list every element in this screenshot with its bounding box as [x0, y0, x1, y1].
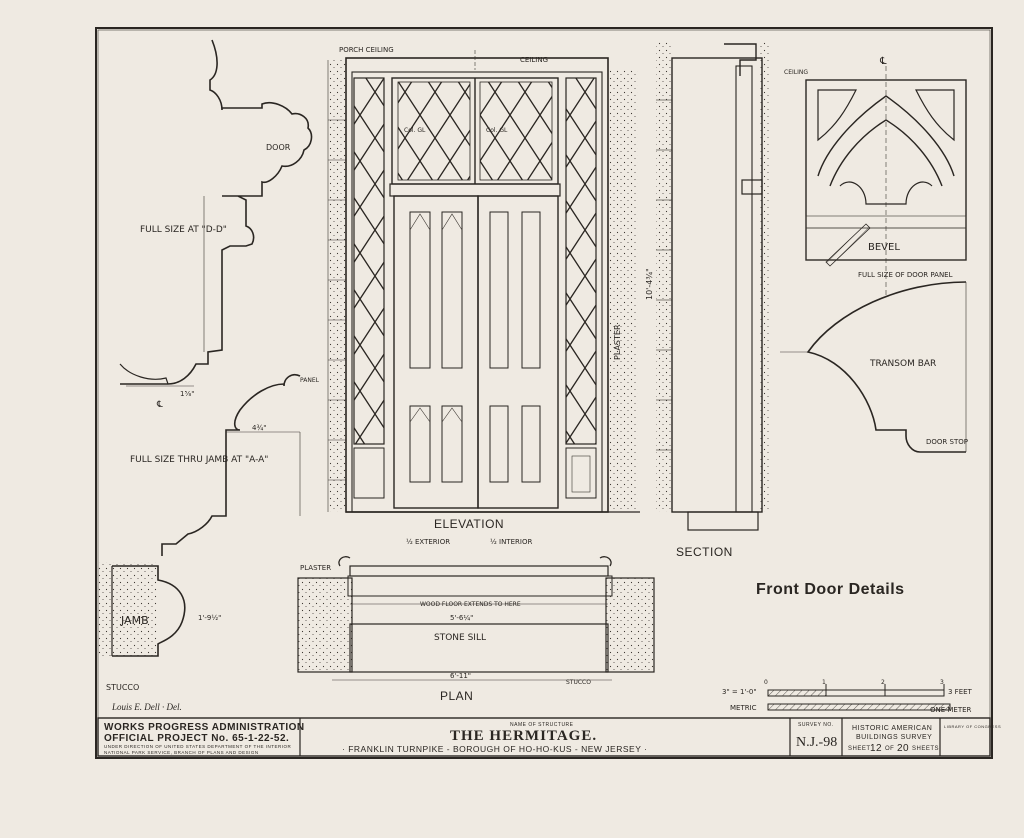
library-stamp: LIBRARY OF CONGRESS	[944, 724, 1001, 729]
scale-tick-2: 2	[881, 679, 885, 686]
sheet-suffix: SHEETS	[912, 746, 939, 752]
title-block: WORKS PROGRESS ADMINISTRATION OFFICIAL P…	[97, 717, 1001, 757]
direction-line-2: NATIONAL PARK SERVICE, BRANCH OF PLANS A…	[104, 750, 259, 755]
dim-6-11: 6'-11"	[450, 672, 471, 680]
scale-metric: METRIC	[730, 704, 757, 712]
scale-meter: ONE METER	[930, 706, 972, 714]
dim-10-4-3-4: 10'-4¾"	[645, 268, 654, 300]
svg-text:Col. GL: Col. GL	[486, 127, 508, 134]
wood-floor-label: WOOD FLOOR EXTENDS TO HERE	[420, 601, 521, 608]
graphic-scale: 3" = 1'-0" METRIC 3 FEET ONE METER 0 1 2…	[722, 679, 973, 714]
full-size-jamb-label: FULL SIZE THRU JAMB AT "A-A"	[130, 455, 268, 465]
profile-dd: DOOR FULL SIZE AT "D-D" FULL SIZE AT "D-…	[119, 39, 313, 410]
svg-text:℄: ℄	[156, 400, 163, 410]
sheet-prefix: SHEET	[848, 746, 871, 752]
structure-name-label: NAME OF STRUCTURE	[510, 722, 574, 728]
scale-tick-0: 0	[764, 679, 768, 686]
plaster-label-elevation: PLASTER	[613, 324, 622, 360]
door-label: DOOR	[266, 143, 291, 152]
survey-number: N.J.-98	[796, 735, 837, 750]
direction-line-1: UNDER DIRECTION OF UNITED STATES DEPARTM…	[104, 744, 292, 749]
door-panel-label: FULL SIZE OF DOOR PANEL	[858, 271, 953, 279]
ceiling-label: CEILING	[520, 56, 548, 64]
dim-1-5-8: 1⅝"	[180, 390, 194, 398]
stone-sill-label: STONE SILL	[434, 633, 486, 643]
scale-imperial: 3" = 1'-0"	[722, 688, 757, 696]
jamb-label: JAMB	[120, 614, 149, 627]
bevel-label: BEVEL	[868, 242, 900, 253]
porch-ceiling-label: PORCH CEILING	[339, 46, 394, 54]
transom-bar-label: TRANSOM BAR	[869, 359, 936, 369]
dim-1-9-1-2: 1'-9½"	[198, 614, 221, 622]
svg-text:PANEL: PANEL	[300, 377, 320, 384]
section-view: CEILING SECTION	[656, 40, 808, 559]
plan-label: PLAN	[440, 689, 473, 703]
dim-4-3-4: 4¾"	[252, 424, 266, 432]
ceiling-label-section: CEILING	[784, 69, 808, 76]
scale-tick-3: 3	[940, 679, 944, 686]
delineator-signature: Louis E. Dell · Del.	[111, 702, 182, 712]
profile-jamb-bottom: JAMB STUCCO 1'-9½"	[98, 562, 221, 692]
door-panel-detail: BEVEL FULL SIZE OF DOOR PANEL ℄	[805, 56, 967, 296]
project-number: OFFICIAL PROJECT No. 65-1-22-52.	[104, 733, 289, 744]
structure-location: · FRANKLIN TURNPIKE - BOROUGH OF HO-HO-K…	[342, 744, 647, 754]
survey-label: SURVEY NO.	[798, 722, 834, 728]
elevation-view: PORCH CEILING CEILING Col. GL Col. GL PL…	[327, 46, 654, 546]
scale-feet: 3 FEET	[948, 688, 973, 696]
stucco-label-left: STUCCO	[106, 683, 139, 692]
plaster-label-plan: PLASTER	[300, 564, 331, 572]
agency: WORKS PROGRESS ADMINISTRATION	[104, 722, 305, 733]
svg-text:℄: ℄	[879, 56, 887, 67]
sheet-number: 12	[870, 743, 882, 754]
elevation-interior-label: ½ INTERIOR	[490, 538, 532, 546]
stucco-label-plan: STUCCO	[566, 679, 591, 686]
sheet-of: OF	[885, 746, 894, 752]
profile-jamb-aa: PANEL FULL SIZE THRU JAMB AT "A-A" 4¾"	[130, 373, 320, 556]
plan-view: STONE SILL WOOD FLOOR EXTENDS TO HERE PL…	[297, 556, 655, 703]
door-stop-label: DOOR STOP	[926, 438, 968, 446]
transom-bar-detail: TRANSOM BAR DOOR STOP	[780, 281, 968, 453]
elevation-exterior-label: ½ EXTERIOR	[406, 538, 450, 546]
outer-border	[95, 27, 993, 759]
sheet-title: Front Door Details	[756, 581, 905, 598]
dim-5-6-1-4: 5'-6¼"	[450, 614, 473, 622]
full-size-dd-label-visible: FULL SIZE AT "D-D"	[140, 225, 227, 235]
section-label: SECTION	[676, 545, 733, 559]
scale-tick-1: 1	[822, 679, 826, 686]
sheet-total: 20	[897, 743, 909, 754]
structure-name: THE HERMITAGE.	[450, 728, 597, 744]
svg-text:Col. GL: Col. GL	[404, 127, 426, 134]
habs-line-2: BUILDINGS SURVEY	[856, 734, 932, 741]
elevation-label: ELEVATION	[434, 517, 504, 531]
habs-line-1: HISTORIC AMERICAN	[852, 725, 932, 732]
